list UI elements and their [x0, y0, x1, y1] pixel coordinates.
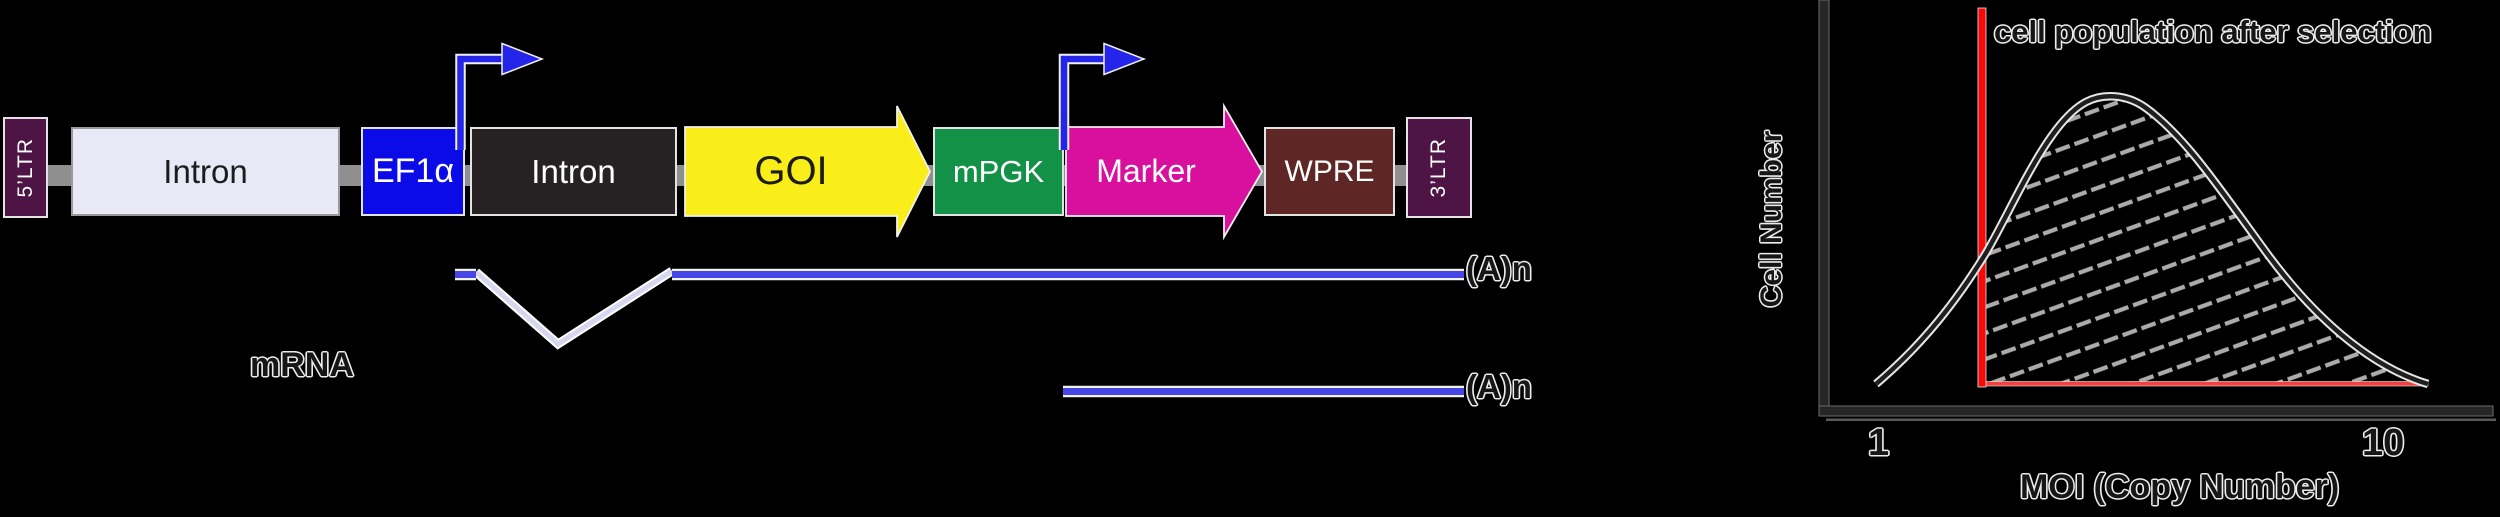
- construct-box-wpre-label: WPRE: [1284, 154, 1375, 188]
- construct-box-intron-1-label: Intron: [163, 152, 248, 190]
- polya-label-1: (A)n: [1466, 250, 1532, 287]
- construct-box-5ltr-label: 5’LTR: [13, 137, 37, 198]
- construct-box-ef1a-label: EF1α: [371, 152, 454, 190]
- construct-box-wpre: WPRE: [1264, 127, 1395, 216]
- construct-box-5ltr: 5’LTR: [3, 117, 48, 218]
- construct-box-3ltr: 3’LTR: [1406, 117, 1472, 218]
- chart-y-axis-label: Cell Number: [1755, 130, 1788, 308]
- construct-box-intron-1: Intron: [71, 127, 340, 216]
- x-tick-label-10: 10: [2362, 422, 2405, 464]
- construct-box-ef1a: EF1α: [361, 127, 465, 216]
- x-axis: [1818, 405, 2494, 417]
- construct-box-goi-label-wrap: GOI: [685, 127, 897, 216]
- construct-box-marker-label: Marker: [1096, 153, 1196, 189]
- construct-box-mpgk-label: mPGK: [952, 153, 1045, 189]
- construct-box-marker-label-wrap: Marker: [1068, 127, 1224, 216]
- construct-box-3ltr-label: 3’LTR: [1427, 137, 1450, 198]
- polya-label-2: (A)n: [1466, 368, 1532, 405]
- x-tick-label-1: 1: [1868, 422, 1890, 464]
- distribution-curve-casing: [1873, 91, 2430, 389]
- moi-chart: [1818, 0, 2496, 421]
- chart-annotation: cell population after selection: [1994, 14, 2432, 49]
- construct-box-intron-2: Intron: [470, 127, 677, 216]
- mrna-section-label: mRNA: [250, 346, 354, 384]
- construct-box-intron-2-label: Intron: [531, 152, 616, 190]
- distribution-curve: [1874, 93, 2429, 387]
- construct-box-goi-label: GOI: [754, 149, 828, 193]
- mrna-transcript-1: [455, 267, 1464, 350]
- y-axis: [1818, 0, 1830, 416]
- threshold-baseline: [1981, 381, 2429, 387]
- selected-population-area: [1986, 96, 2428, 384]
- selection-threshold-line: [1977, 7, 1987, 388]
- chart-x-axis-label: MOI (Copy Number): [2020, 468, 2340, 506]
- x-axis-shadow: [1826, 418, 2496, 421]
- construct-box-mpgk: mPGK: [933, 127, 1064, 216]
